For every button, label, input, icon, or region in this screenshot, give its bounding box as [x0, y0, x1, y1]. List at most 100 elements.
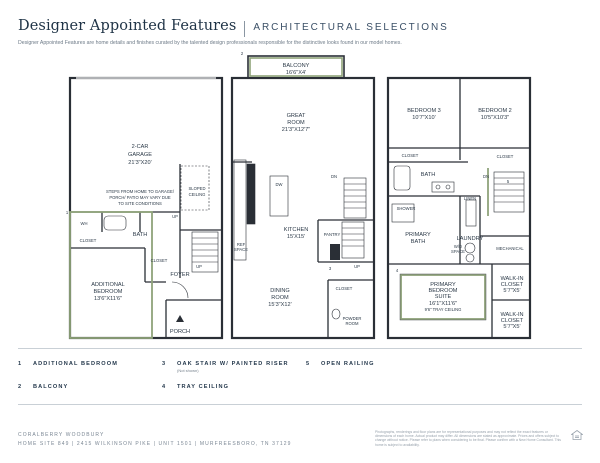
primary-bedroom-dims: 16'1"X11'6" — [429, 301, 457, 307]
primary-bedroom-label-3: SUITE — [435, 294, 452, 300]
header-divider — [244, 21, 246, 37]
balcony-label: BALCONY — [283, 63, 310, 69]
legend-num: 3 — [162, 361, 167, 367]
legend-label: OAK STAIR W/ PAINTED RISER — [177, 361, 289, 367]
powder-room-label-2: ROOM — [345, 321, 359, 326]
bedroom3-dims: 10'7"X10' — [412, 115, 435, 121]
wd-space-label-2: SPACE — [451, 249, 465, 254]
legend-label: TRAY CEILING — [177, 384, 230, 390]
level3-bath-label: BATH — [421, 172, 436, 178]
legend-label: ADDITIONAL BEDROOM — [33, 361, 118, 367]
level3-labels: BEDROOM 3 10'7"X10' BEDROOM 2 10'5"X10'3… — [396, 108, 525, 330]
home-site-address: HOME SITE 849 | 2415 WILKINSON PIKE | UN… — [18, 441, 292, 447]
additional-bedroom-label-2: BEDROOM — [94, 289, 123, 295]
tray-ceiling-label: 9'6" TRAY CEILING — [425, 307, 462, 312]
ref-space-label: REF — [237, 242, 246, 247]
header: Designer Appointed Features ARCHITECTURA… — [18, 18, 449, 40]
steps-note-2: PORCH/ PATIO MAY VARY DUE — [109, 195, 171, 200]
balcony-dims: 16'6"X4' — [286, 70, 306, 76]
legend-label: BALCONY — [33, 384, 69, 390]
legend-note: (Not shown) — [177, 368, 199, 373]
powder-room-label: POWDER — [343, 316, 362, 321]
dining-dims: 15'3"X12' — [268, 302, 291, 308]
equal-housing-icon — [571, 430, 583, 440]
community-name: CORALBERRY WOODBURY — [18, 432, 105, 438]
sloped-ceiling-1: SLOPED — [189, 186, 206, 191]
wd-space-label: W/D — [454, 244, 462, 249]
legend-item-2: 2 BALCONY — [18, 384, 68, 390]
garage-label: 2-CAR — [132, 144, 149, 150]
closet-b-label: CLOSET — [497, 154, 514, 159]
level2-closet-label: CLOSET — [336, 286, 353, 291]
walkin2-label-2: CLOSET — [501, 318, 524, 324]
great-room-label-2: ROOM — [287, 120, 305, 126]
walkin1-label: WALK-IN — [500, 276, 523, 282]
up-label-1: UP — [172, 214, 178, 219]
primary-bedroom-label-2: BEDROOM — [429, 288, 458, 294]
highlight-tray-ceiling — [400, 274, 486, 320]
level2-labels: BALCONY 16'6"X4' 2 GREAT ROOM 21'3"X12'7… — [234, 51, 361, 326]
legend-item-3: 3 OAK STAIR W/ PAINTED RISER (Not shown) — [162, 361, 289, 373]
page-title: Designer Appointed Features — [18, 18, 237, 34]
legend-item-5: 5 OPEN RAILING — [306, 361, 375, 367]
callout-2: 2 — [241, 51, 244, 56]
legend-num: 2 — [18, 384, 23, 390]
primary-bath-label-2: BATH — [411, 239, 426, 245]
dining-label-2: ROOM — [271, 295, 289, 301]
entry-arrow-icon — [176, 315, 184, 322]
legend-top-rule — [18, 348, 582, 349]
up-label-2: UP — [196, 264, 202, 269]
legend-bottom-rule — [18, 404, 582, 405]
level1-labels: 2-CAR GARAGE 21'3"X20' STEPS FROM HOME T… — [66, 144, 206, 335]
walkin2-dims: 5'7"X5' — [503, 324, 520, 330]
level3-dn-label: DN — [483, 174, 489, 179]
great-room-label: GREAT — [287, 113, 306, 119]
callout-1: 1 — [66, 210, 69, 215]
legend-num: 4 — [162, 384, 167, 390]
kitchen-label: KITCHEN — [284, 227, 309, 233]
legend-num: 5 — [306, 361, 311, 367]
pantry-label: PANTRY — [324, 232, 341, 237]
highlight-balcony — [249, 57, 343, 77]
level3-outline — [386, 76, 532, 340]
porch-label: PORCH — [170, 329, 190, 335]
sloped-ceiling-2: CEILING — [189, 192, 206, 197]
intro-text: Designer Appointed Features are home det… — [18, 40, 402, 46]
primary-bath-label: PRIMARY — [405, 232, 431, 238]
bath-label: BATH — [133, 232, 148, 238]
walkin1-label-2: CLOSET — [501, 282, 524, 288]
shower-label: SHOWER — [397, 206, 416, 211]
level2-walls — [232, 161, 374, 338]
garage-label-2: GARAGE — [128, 152, 152, 158]
steps-note-1: STEPS FROM HOME TO GARAGE/ — [106, 189, 175, 194]
laundry-label: LAUNDRY — [457, 236, 484, 242]
bedroom3-label: BEDROOM 3 — [407, 108, 441, 114]
dn-label: DN — [331, 174, 337, 179]
walkin2-label: WALK-IN — [500, 312, 523, 318]
walkin1-dims: 5'7"X5' — [503, 288, 520, 294]
closet-small-label: CLOSET — [151, 258, 168, 263]
dining-label: DINING — [270, 288, 290, 294]
up-label: UP — [354, 264, 360, 269]
garage-dims: 21'3"X20' — [128, 160, 151, 166]
foyer-label: FOYER — [170, 272, 189, 278]
dw-label: DW — [276, 182, 283, 187]
kitchen-dims: 15'X15' — [287, 234, 305, 240]
primary-bedroom-label: PRIMARY — [430, 282, 456, 288]
legend-label: OPEN RAILING — [321, 361, 375, 367]
callout-3: 3 — [329, 266, 332, 271]
wh-label: WH — [81, 221, 88, 226]
ref-space-label-2: SPACE — [234, 247, 248, 252]
callout-4: 4 — [396, 268, 399, 273]
legend-item-4: 4 TRAY CEILING — [162, 384, 229, 390]
additional-bedroom-label: ADDITIONAL — [91, 282, 125, 288]
callout-5: 5 — [507, 179, 510, 184]
linen-label: LINEN — [464, 196, 476, 201]
legend-num: 1 — [18, 361, 23, 367]
pantry-block — [330, 244, 340, 260]
page-subtitle: ARCHITECTURAL SELECTIONS — [253, 22, 449, 33]
bedroom2-label: BEDROOM 2 — [478, 108, 512, 114]
highlight-additional-bedroom — [69, 211, 153, 339]
disclaimer-text: Photographs, renderings and floor plans … — [375, 430, 561, 447]
